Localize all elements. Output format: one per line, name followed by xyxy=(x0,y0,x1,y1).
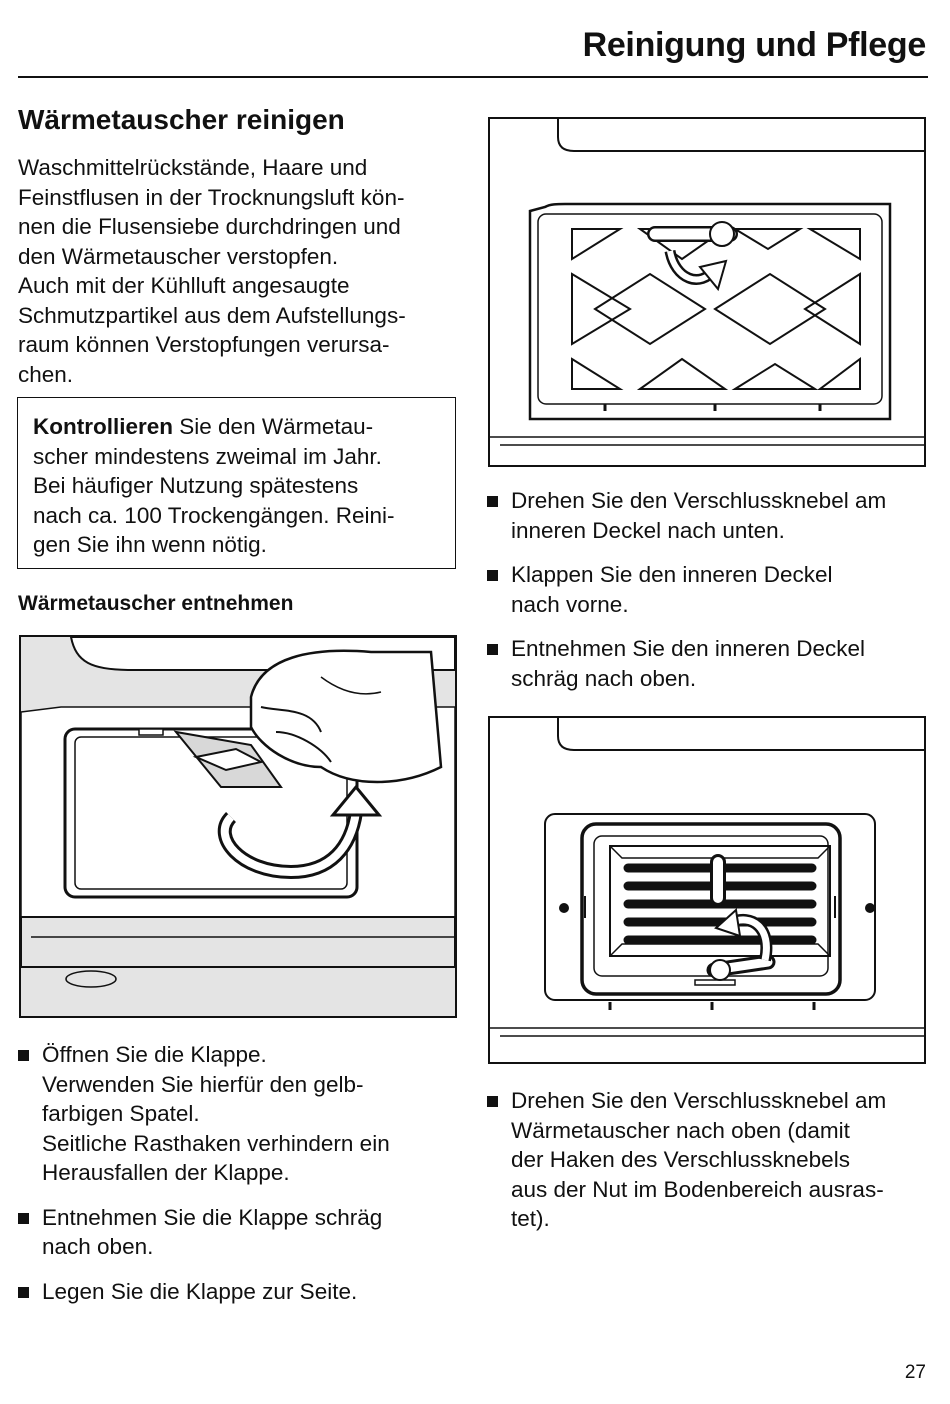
bullet-icon xyxy=(487,1096,498,1107)
section-title: Wärmetauscher reinigen xyxy=(18,104,345,135)
right-steps-bottom-list: Drehen Sie den Verschlussknebel am Wärme… xyxy=(487,1086,932,1249)
notice-first-rest: Sie den Wärmetau- xyxy=(173,414,374,439)
list-item: Öffnen Sie die Klappe. Verwenden Sie hie… xyxy=(18,1040,458,1188)
intro-line: chen. xyxy=(18,361,74,387)
right-steps-top-list: Drehen Sie den Verschlussknebel am inner… xyxy=(487,486,932,708)
notice-line: scher mindestens zweimal im Jahr. xyxy=(33,443,382,469)
header-rule xyxy=(18,76,928,78)
notice-line: gen Sie ihn wenn nötig. xyxy=(33,532,267,557)
page-header-title: Reinigung und Pflege xyxy=(582,26,927,64)
flap-illustration xyxy=(21,637,455,1016)
bullet-icon xyxy=(18,1286,29,1298)
notice-box: Kontrollieren Sie den Wärmetau- scher mi… xyxy=(17,397,456,569)
bullet-icon xyxy=(487,570,498,581)
list-item: Entnehmen Sie die Klappe schräg nach obe… xyxy=(18,1203,458,1262)
notice-line: nach ca. 100 Trockengängen. Reini- xyxy=(33,502,395,528)
list-item: Entnehmen Sie den inneren Deckel schräg … xyxy=(487,634,932,693)
figure-heat-exchanger xyxy=(488,716,926,1064)
bullet-icon xyxy=(487,496,498,507)
heat-exchanger-illustration xyxy=(490,718,924,1062)
page-number: 27 xyxy=(904,1362,926,1383)
intro-line: Feinstflusen in der Trocknungsluft kön- xyxy=(18,184,405,210)
list-item: Drehen Sie den Verschlussknebel am inner… xyxy=(487,486,932,545)
subsection-title: Wärmetauscher entnehmen xyxy=(18,592,294,615)
figure-open-flap xyxy=(19,635,457,1018)
intro-paragraph: Waschmittelrückstände, Haare und Feinstf… xyxy=(18,153,468,389)
list-item: Legen Sie die Klappe zur Seite. xyxy=(18,1277,458,1307)
intro-line: den Wärmetauscher verstopfen. xyxy=(18,243,339,269)
intro-line: nen die Flusensiebe durchdringen und xyxy=(18,214,401,239)
bullet-icon xyxy=(18,1212,29,1224)
bullet-icon xyxy=(18,1050,29,1061)
intro-line: Schmutzpartikel aus dem Aufstellungs- xyxy=(18,302,406,328)
intro-line: Auch mit der Kühlluft angesaugte xyxy=(18,273,350,298)
bullet-icon xyxy=(487,644,498,655)
inner-lid-illustration xyxy=(490,119,924,465)
figure-inner-lid xyxy=(488,117,926,467)
left-steps-list: Öffnen Sie die Klappe. Verwenden Sie hie… xyxy=(18,1040,458,1321)
notice-bold: Kontrollieren xyxy=(33,414,174,439)
intro-line: raum können Verstopfungen verursa- xyxy=(18,332,390,357)
list-item: Drehen Sie den Verschlussknebel am Wärme… xyxy=(487,1086,932,1234)
list-item: Klappen Sie den inneren Deckel nach vorn… xyxy=(487,560,932,619)
intro-line: Waschmittelrückstände, Haare und xyxy=(18,155,368,180)
notice-line: Kontrollieren Sie den Wärmetau- xyxy=(33,412,445,442)
notice-line: Bei häufiger Nutzung spätestens xyxy=(33,473,359,498)
